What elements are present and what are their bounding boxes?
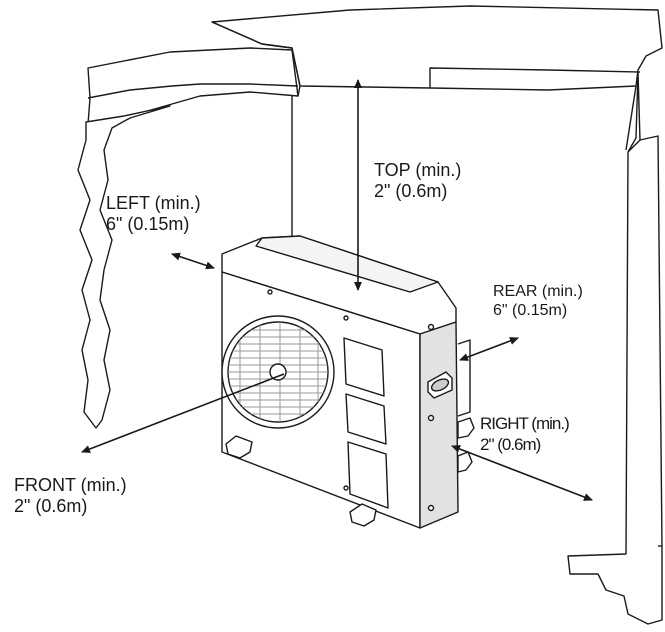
front-clearance-arrow	[81, 373, 285, 453]
right-clearance-value: 2" (0.6m)	[480, 435, 541, 454]
back-wall-right-line	[625, 85, 637, 151]
right-wall	[567, 71, 663, 625]
pipe-valves	[457, 417, 475, 473]
left-clearance-value: 6" (0.15m)	[106, 214, 190, 234]
left-clearance-arrow	[171, 252, 215, 270]
rear-clearance-value: 6" (0.15m)	[493, 302, 568, 319]
front-clearance-title: FRONT (min.)	[14, 475, 127, 495]
fan-grille	[221, 315, 335, 429]
top-clearance-value: 2" (0.6m)	[374, 181, 448, 201]
left-clearance-title: LEFT (min.)	[106, 193, 201, 213]
left-beam	[87, 47, 299, 125]
right-clearance-label: RIGHT (min.) 2" (0.6m)	[480, 413, 570, 455]
front-louver-panels	[343, 337, 389, 509]
outdoor-unit	[221, 235, 475, 529]
left-clearance-label: LEFT (min.) 6" (0.15m)	[106, 193, 201, 235]
unit-side-face	[419, 321, 459, 529]
ceiling-slab	[211, 5, 663, 97]
front-clearance-label: FRONT (min.) 2" (0.6m)	[14, 475, 127, 517]
left-wall	[77, 105, 171, 429]
right-clearance-title: RIGHT (min.)	[480, 414, 570, 433]
right-clearance-arrow	[451, 445, 593, 501]
mounting-feet	[225, 435, 377, 527]
rear-clearance-title: REAR (min.)	[493, 283, 583, 300]
top-clearance-label: TOP (min.) 2" (0.6m)	[374, 160, 461, 202]
top-clearance-title: TOP (min.)	[374, 160, 462, 180]
front-clearance-value: 2" (0.6m)	[14, 496, 88, 516]
rear-clearance-label: REAR (min.) 6" (0.15m)	[493, 282, 583, 320]
rear-clearance-arrow	[459, 337, 519, 361]
